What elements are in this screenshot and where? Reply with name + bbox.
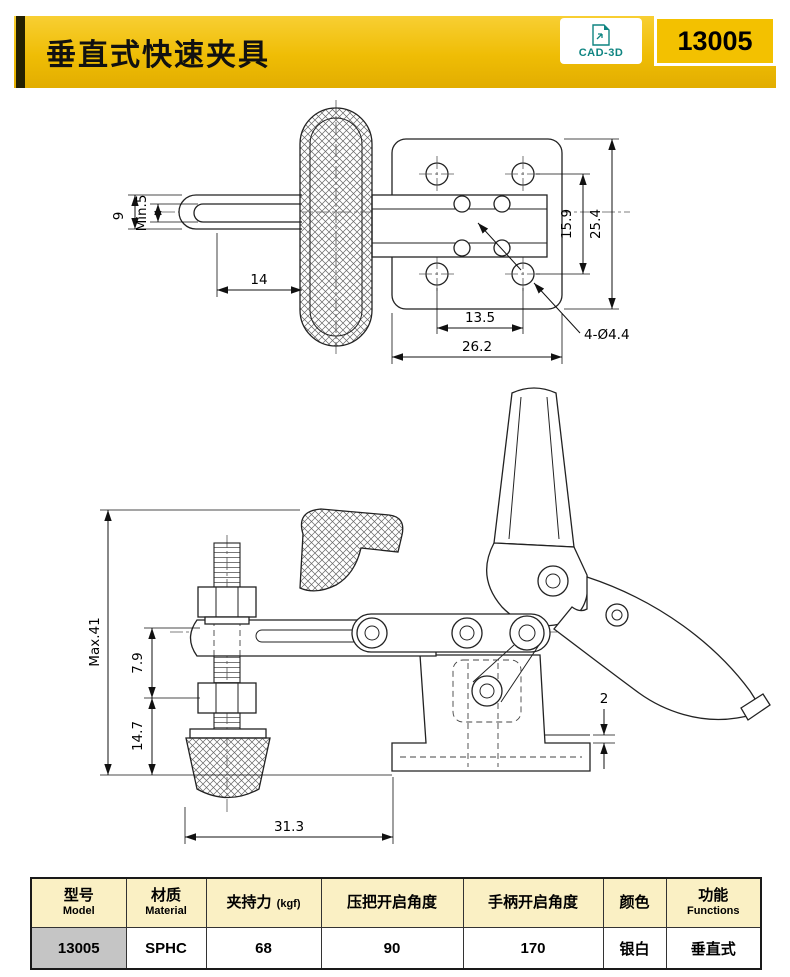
dim-reach: 31.3 <box>274 819 304 835</box>
dim-spindle-above: 7.9 <box>130 652 146 673</box>
dim-plate-height: 25.4 <box>588 209 604 239</box>
label-mounting-holes: 4-Ø4.4 <box>584 327 630 343</box>
col-header-model-cn: 型号 <box>63 887 94 905</box>
col-header-material-en: Material <box>145 905 187 918</box>
cell-function: 垂直式 <box>665 927 762 970</box>
col-header-press-open-angle: 压把开启角度 <box>320 877 464 928</box>
side-view-dimensions: Max.41 7.9 14.7 31.3 2 <box>87 509 615 844</box>
top-view-drawing: 9 Min.5 14 13.5 26.2 15.9 25.4 <box>111 100 630 364</box>
spec-table: 型号 Model 材质 Material 夹持力 (kgf) 压把开启角度 手柄… <box>30 877 762 970</box>
grip-pad-side-view <box>299 508 404 592</box>
top-view-dimensions: 9 Min.5 14 13.5 26.2 15.9 25.4 <box>111 138 630 364</box>
cell-handle-open-angle: 170 <box>462 927 604 970</box>
col-header-function-en: Functions <box>686 905 740 918</box>
dim-bar-slot-width: Min.5 <box>134 195 150 232</box>
dim-hole-pitch-y: 15.9 <box>559 209 575 239</box>
linkage-arm-top-view <box>371 194 548 258</box>
cell-press-open-angle: 90 <box>320 927 464 970</box>
col-header-color: 颜色 <box>602 877 667 928</box>
col-header-holding-force-cn: 夹持力 <box>226 894 272 911</box>
col-header-material: 材质 Material <box>125 877 207 928</box>
col-header-function-cn: 功能 <box>698 887 729 905</box>
linkage-side-view <box>351 565 569 723</box>
cell-color: 银白 <box>602 927 667 970</box>
cell-model: 13005 <box>30 927 127 970</box>
spec-table-header-row: 型号 Model 材质 Material 夹持力 (kgf) 压把开启角度 手柄… <box>30 877 762 928</box>
cad-badge-label: CAD-3D <box>578 46 624 59</box>
col-header-handle-open-angle-cn: 手柄开启角度 <box>487 894 578 911</box>
col-header-function: 功能 Functions <box>665 877 762 928</box>
col-header-handle-open-angle: 手柄开启角度 <box>462 877 604 928</box>
cad-document-icon <box>592 23 610 46</box>
spec-table-data-row: 13005 SPHC 68 90 170 银白 垂直式 <box>30 927 762 970</box>
base-side-view <box>391 654 591 772</box>
dim-base-step: 2 <box>600 691 609 707</box>
side-view-drawing: Max.41 7.9 14.7 31.3 2 <box>87 387 771 844</box>
page-title: 垂直式快速夹具 <box>46 39 270 72</box>
dim-overall-height: Max.41 <box>87 617 103 666</box>
col-header-holding-force: 夹持力 (kgf) <box>205 877 322 928</box>
dim-spindle-below: 14.7 <box>130 721 146 751</box>
spindle-assembly-side-view <box>185 542 271 799</box>
handle-lever-side-view <box>486 387 771 721</box>
dim-hole-pitch-x: 13.5 <box>465 310 495 326</box>
dim-bar-outer-width: 9 <box>111 212 127 221</box>
col-header-color-cn: 颜色 <box>619 894 650 911</box>
clamp-bar-top-view <box>178 194 302 230</box>
cad-3d-badge[interactable]: CAD-3D <box>560 18 642 64</box>
cell-holding-force: 68 <box>205 927 322 970</box>
header-bar: 垂直式快速夹具 CAD-3D 13005 <box>14 16 776 88</box>
col-header-press-open-angle-cn: 压把开启角度 <box>346 894 437 911</box>
col-header-material-cn: 材质 <box>150 887 181 905</box>
col-header-model-en: Model <box>62 905 95 918</box>
model-number-badge: 13005 <box>654 16 776 66</box>
cell-material: SPHC <box>125 927 207 970</box>
dim-plate-width: 26.2 <box>462 339 492 355</box>
model-number: 13005 <box>677 25 753 56</box>
col-header-model: 型号 Model <box>30 877 127 928</box>
dim-bar-length: 14 <box>250 272 267 288</box>
header-accent-bar <box>16 16 25 88</box>
col-header-holding-force-unit: (kgf) <box>276 898 301 910</box>
handle-grip-top-view <box>299 107 373 347</box>
